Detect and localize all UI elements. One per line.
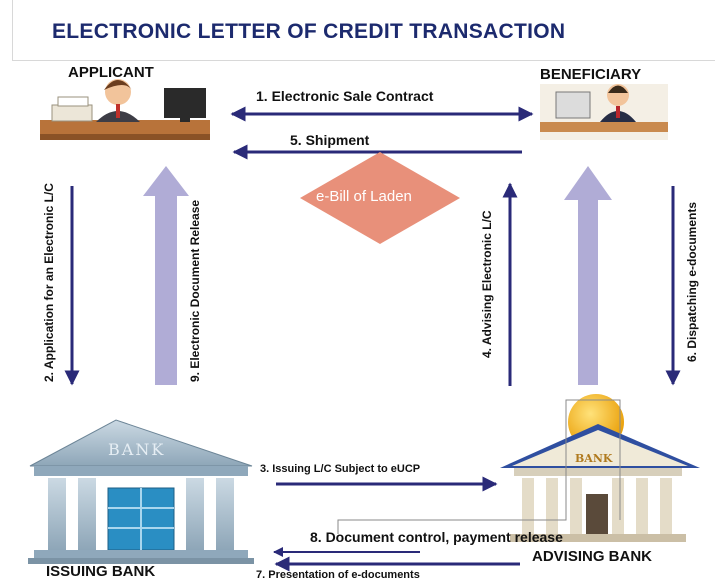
bill-of-laden-label: e-Bill of Laden [316,188,412,205]
applicant-illustration [40,79,210,140]
step-4-label: 4. Advising Electronic L/C [480,210,494,358]
issuing-bank-building [28,419,254,564]
arrow-up-beneficiary [564,166,612,385]
step-6-label: 6. Dispatching e-documents [685,201,699,362]
issuing-bank-label: ISSUING BANK [46,563,156,580]
title-frame [12,0,715,61]
page-title: ELECTRONIC LETTER OF CREDIT TRANSACTION [52,20,566,43]
issuing-bank-sign: BANK [108,440,166,459]
beneficiary-illustration [540,84,668,140]
advising-bank-building [500,394,700,542]
applicant-label: APPLICANT [68,64,154,81]
advising-bank-sign: BANK [575,452,613,465]
step-7-label: 7. Presentation of e-documents [256,569,420,581]
beneficiary-label: BENEFICIARY [540,66,642,83]
step-9-label: 9. Electronic Document Release [188,199,202,382]
step-1-label: 1. Electronic Sale Contract [256,88,434,104]
bill-of-laden-diamond [300,152,460,244]
step-5-label: 5. Shipment [290,132,370,148]
advising-bank-label: ADVISING BANK [532,548,653,565]
step-8-label: 8. Document control, payment release [310,529,563,545]
arrow-step-9 [143,166,189,385]
step-3-label: 3. Issuing L/C Subject to eUCP [260,463,421,475]
step-2-label: 2. Application for an Electronic L/C [42,183,56,382]
